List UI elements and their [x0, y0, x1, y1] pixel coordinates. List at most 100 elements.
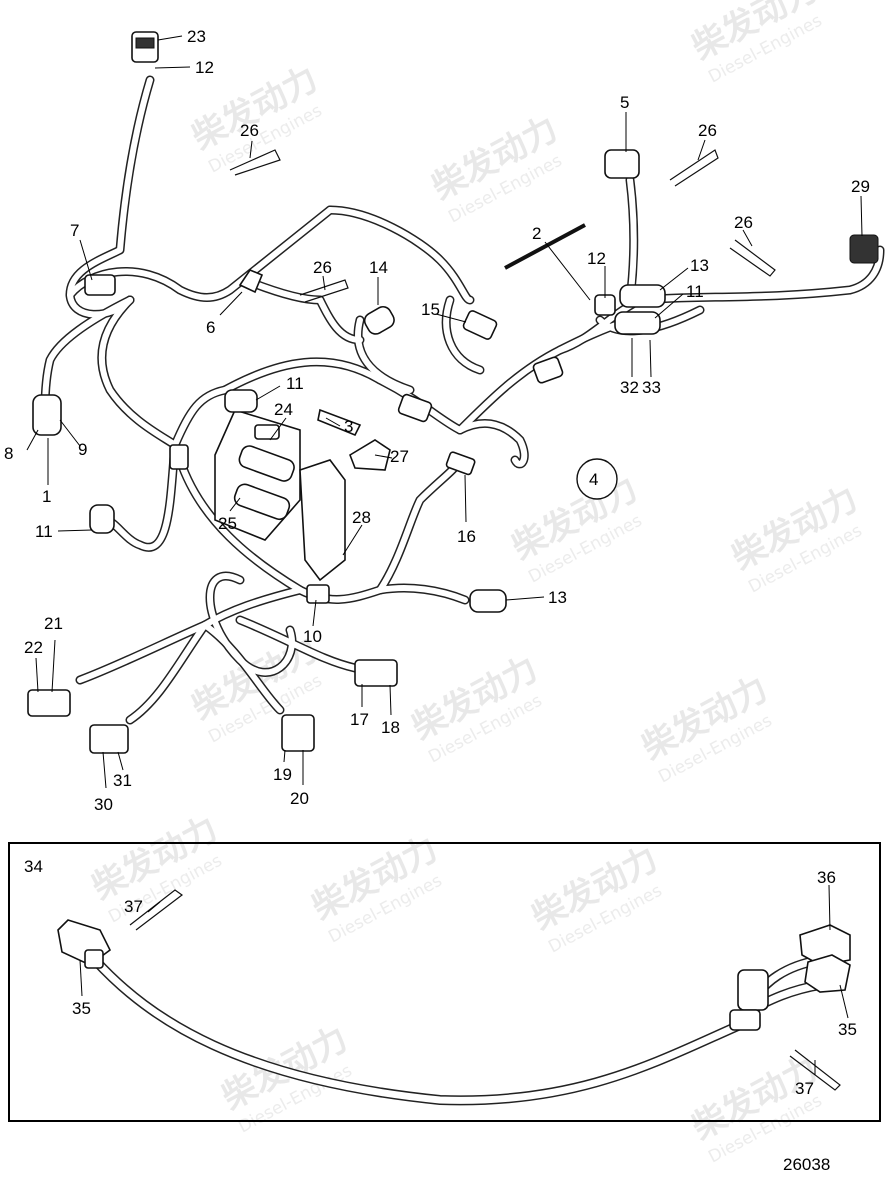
callout-18: 18 — [381, 718, 400, 737]
callout-27: 8 — [4, 444, 13, 463]
hose-clip — [669, 149, 719, 187]
inset-callout-35: 35 — [838, 1020, 857, 1039]
grommet — [169, 444, 189, 470]
callout-13: 13 — [690, 256, 709, 275]
callout-19: 19 — [273, 765, 292, 784]
callout-22: 22 — [24, 638, 43, 657]
inset-hose — [90, 955, 745, 1106]
inset-connector — [804, 954, 851, 993]
callout-8: 9 — [78, 440, 87, 459]
callout-2: 2 — [532, 224, 541, 243]
sensor — [462, 310, 498, 340]
harness-components — [27, 31, 879, 754]
callout-7: 7 — [70, 221, 79, 240]
sensor — [32, 394, 62, 436]
grommet — [397, 393, 433, 423]
inset-callout-37: 37 — [795, 1079, 814, 1098]
callout-12: 12 — [587, 249, 606, 268]
callout-30: 30 — [94, 795, 113, 814]
callout-5: 5 — [620, 93, 629, 112]
inset-callout-35: 35 — [72, 999, 91, 1018]
bracket — [299, 459, 346, 582]
callout-29: 29 — [851, 177, 870, 196]
inset-callout-36: 36 — [817, 868, 836, 887]
inset-hose — [91, 956, 744, 1104]
callout-25: 25 — [218, 514, 237, 533]
elbow-fitting — [238, 269, 264, 294]
callout-13: 13 — [548, 588, 567, 607]
inset-hose-clip — [129, 889, 184, 931]
connector — [224, 389, 258, 413]
connector — [619, 284, 666, 308]
watermark: 柴发动力 Diesel-Engines — [525, 839, 665, 958]
sensor — [84, 274, 116, 296]
inset-detail-34: 34 37 36 35 35 37 — [8, 842, 881, 1122]
connector — [614, 311, 661, 335]
watermark: 柴发动力 Diesel-Engines — [405, 649, 545, 768]
inset-callout-37: 37 — [124, 897, 143, 916]
clip — [317, 408, 362, 437]
inset-elbow — [737, 969, 769, 1011]
callout-15: 15 — [421, 300, 440, 319]
callout-16: 16 — [457, 527, 476, 546]
callout-32: 32 — [620, 378, 639, 397]
callout-20: 20 — [290, 789, 309, 808]
inset-frame — [8, 842, 881, 1122]
clamp — [306, 584, 330, 604]
hose-clip — [229, 149, 281, 176]
callout-4: 27 — [390, 447, 409, 466]
hose-clip — [299, 279, 349, 303]
callout-1: 4 — [589, 470, 598, 489]
connector-body — [135, 37, 155, 49]
callout-10: 10 — [303, 627, 322, 646]
inset-sleeve — [729, 1009, 761, 1031]
callout-12: 12 — [195, 58, 214, 77]
inset-fitting — [84, 949, 104, 969]
inset-label: 34 — [24, 857, 43, 876]
connector — [604, 149, 640, 179]
hose-clip — [729, 239, 776, 277]
connector — [27, 689, 71, 717]
connector — [469, 589, 507, 613]
callout-26: 26 — [698, 121, 717, 140]
callout-11: 11 — [686, 282, 704, 301]
callout-23: 23 — [187, 27, 206, 46]
sensor — [445, 451, 476, 476]
callout-9: 1 — [42, 487, 51, 506]
connector — [281, 714, 315, 752]
watermark: 柴发动力 Diesel-Engines — [635, 669, 775, 788]
callout-14: 14 — [369, 258, 388, 277]
connector — [89, 724, 129, 754]
callout-11: 11 — [286, 374, 304, 393]
callout-26: 26 — [734, 213, 753, 232]
bolt — [504, 223, 586, 270]
callout-26: 26 — [313, 258, 332, 277]
callout-21: 21 — [44, 614, 63, 633]
watermark: 柴发动力 Diesel-Engines — [685, 0, 825, 87]
callout-31: 31 — [113, 771, 132, 790]
connector — [354, 659, 398, 687]
inset-hose-clip — [789, 1049, 841, 1091]
callout-3: 3 — [344, 417, 353, 436]
watermark: 柴发动力 Diesel-Engines — [425, 109, 565, 228]
connector — [89, 504, 115, 534]
callout-26: 26 — [240, 121, 259, 140]
main-callouts: 23 12 26 5 26 29 7 2 26 26 14 12 13 11 6… — [4, 27, 870, 814]
leader-lines — [26, 35, 863, 789]
assembly-marker — [576, 458, 618, 500]
drawing-number: 26038 — [783, 1155, 830, 1174]
watermark: 柴发动力 Diesel-Engines — [305, 829, 445, 948]
callout-6: 6 — [206, 318, 215, 337]
relay-block — [214, 409, 301, 541]
callout-24: 24 — [274, 400, 293, 419]
watermark: 柴发动力 Diesel-Engines — [85, 809, 225, 928]
callout-33: 33 — [642, 378, 661, 397]
grommet — [532, 356, 564, 384]
watermark: 柴发动力 Diesel-Engines — [685, 1049, 825, 1168]
inset-leader-lines — [79, 884, 849, 1075]
callout-17: 17 — [350, 710, 369, 729]
callout-28: 28 — [352, 508, 371, 527]
watermark: 柴发动力 Diesel-Engines — [725, 479, 865, 598]
connector — [363, 305, 395, 335]
